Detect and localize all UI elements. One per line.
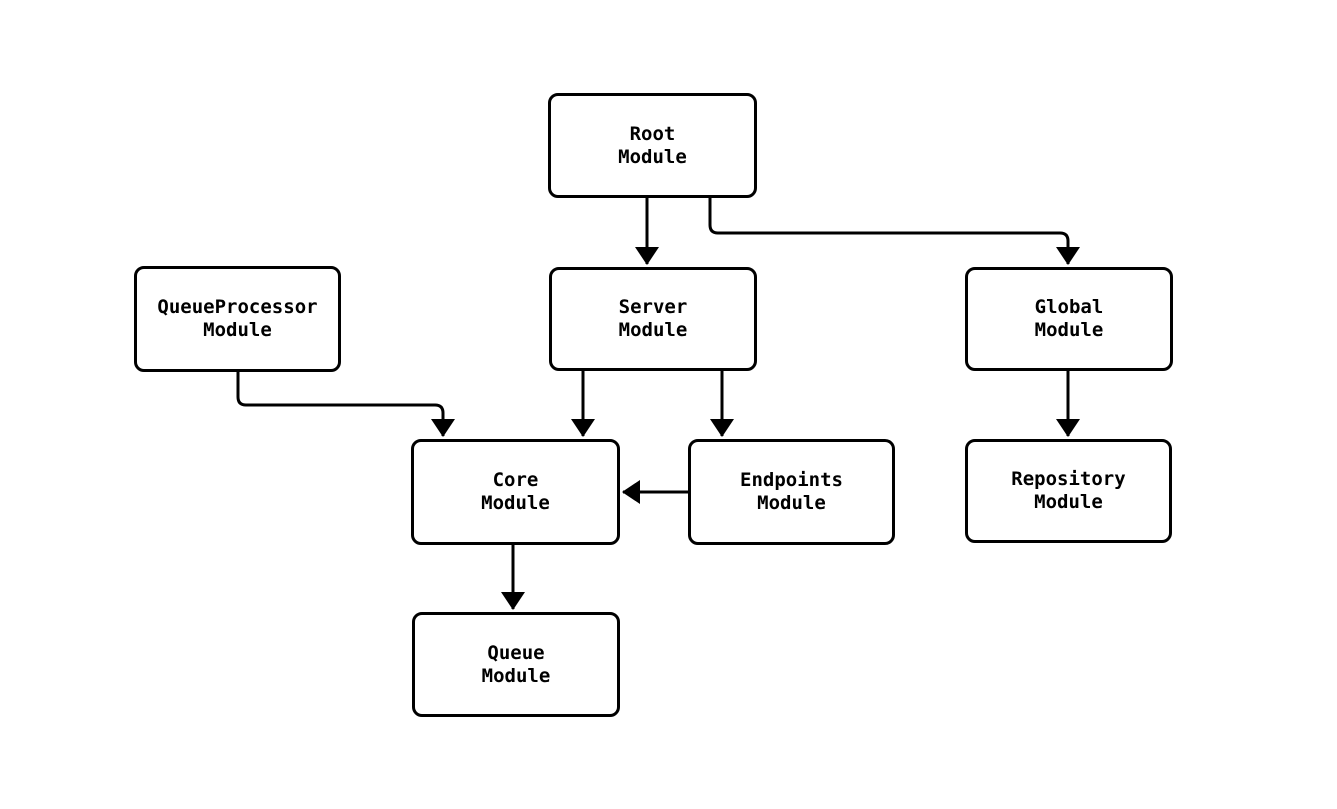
node-global-module: Global Module [965,267,1173,371]
node-label: Queue Module [481,641,551,687]
node-core-module: Core Module [411,439,620,545]
node-label: Repository Module [1011,468,1126,513]
node-label: QueueProcessor Module [157,296,318,341]
edge-queueprocessor-to-core [236,372,455,437]
node-label: Global Module [1034,296,1104,341]
node-label: Endpoints Module [740,469,843,514]
node-queueprocessor-module: QueueProcessor Module [134,266,341,372]
node-root-module: Root Module [548,93,757,198]
node-endpoints-module: Endpoints Module [688,439,895,545]
edge-root-to-global [708,198,1080,265]
node-server-module: Server Module [549,267,757,371]
edges-group [236,198,1080,610]
node-label: Server Module [618,296,688,341]
node-queue-module: Queue Module [412,612,620,717]
node-repository-module: Repository Module [965,439,1172,543]
node-label: Core Module [481,469,550,514]
node-label: Root Module [618,122,687,168]
